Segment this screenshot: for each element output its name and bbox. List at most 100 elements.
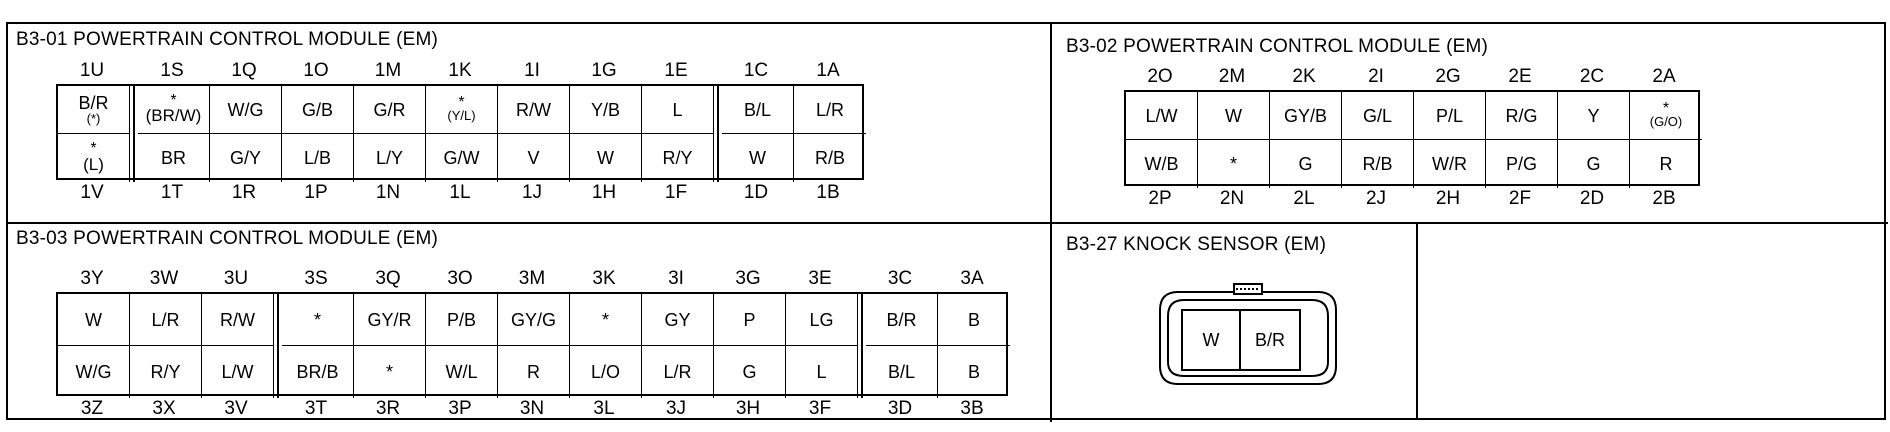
pin-label-bottom: 3R	[375, 398, 401, 419]
pin-label-top: 1U	[79, 60, 105, 81]
pin-label-top: 1M	[374, 60, 402, 81]
pin-cell: P/G	[1486, 140, 1558, 188]
pin-label-top: 1E	[664, 60, 688, 81]
pin-wire-color: R/G	[1505, 105, 1538, 126]
pin-label-bottom: 1N	[375, 182, 401, 203]
pin-cell: R/Y	[130, 346, 202, 398]
pin-cell: BR/B	[282, 346, 354, 398]
pin-cell: L/W	[202, 346, 274, 398]
pin-label-bottom: 2N	[1219, 188, 1245, 209]
wiring-connector-sheet: B3-01 POWERTRAIN CONTROL MODULE (EM) B/R…	[6, 22, 1888, 422]
pin-label-top: 3G	[735, 268, 761, 289]
panel-b3-01: B3-01 POWERTRAIN CONTROL MODULE (EM) B/R…	[8, 24, 1050, 222]
pin-label-top: 1O	[303, 60, 329, 81]
pin-wire-color: Y/B	[590, 99, 620, 120]
pin-wire-color: L/W	[1145, 105, 1178, 126]
pin-wire-color: B	[967, 309, 980, 330]
pin-label-bottom: 1B	[816, 182, 840, 203]
panel-divider-knock-sensor	[1416, 222, 1418, 420]
pin-star: *	[1662, 99, 1670, 117]
pin-label-top: 3C	[887, 268, 913, 289]
pin-label-bottom: 1H	[591, 182, 617, 203]
pin-cell: R/B	[1342, 140, 1414, 188]
pin-cell: R/B	[794, 134, 866, 182]
panel-title: B3-01 POWERTRAIN CONTROL MODULE (EM)	[16, 29, 439, 50]
pin-wire-color: W	[1225, 105, 1242, 126]
knock-sensor-pin-2: B/R	[1255, 330, 1285, 350]
pin-cell: W/B	[1126, 140, 1198, 188]
pin-cell: GY	[642, 294, 714, 346]
pin-cell: GY/G	[498, 294, 570, 346]
pin-note: (Y/L)	[447, 108, 476, 124]
pin-cell: *(Y/L)	[426, 86, 498, 134]
pin-label-top: 2M	[1218, 66, 1246, 87]
pin-wire-color: L/R	[151, 309, 180, 330]
pin-label-bottom: 3H	[735, 398, 761, 419]
pin-wire-color: LG	[809, 309, 834, 330]
pin-label-top: 3M	[518, 268, 546, 289]
pin-wire-color: *	[601, 309, 609, 330]
pin-wire-color: B/R	[886, 309, 917, 330]
pin-wire-color: L/W	[221, 362, 254, 382]
pin-label-bottom: 2J	[1365, 188, 1387, 209]
pin-wire-color: R	[527, 362, 540, 382]
pin-wire-color: G/Y	[229, 148, 261, 168]
pin-star: *	[90, 140, 97, 158]
pin-cell: G	[1558, 140, 1630, 188]
pin-wire-color: B	[967, 362, 980, 382]
pin-cell: B	[938, 346, 1010, 398]
knock-sensor-connector-icon: W B/R	[1159, 283, 1337, 385]
pin-label-bottom: 2P	[1148, 188, 1172, 209]
pin-label-bottom: 2D	[1579, 188, 1605, 209]
pin-label-top: 1I	[524, 60, 540, 81]
pin-label-top: 1C	[743, 60, 769, 81]
pin-wire-color: *	[313, 309, 321, 330]
pin-wire-color: R/Y	[662, 148, 693, 168]
pin-wire-color: (BR/W)	[145, 106, 202, 126]
pin-cell: R/W	[498, 86, 570, 134]
pin-star: *	[170, 91, 177, 109]
panel-title: B3-27 KNOCK SENSOR (EM)	[1066, 234, 1327, 255]
pin-cell: P/L	[1414, 92, 1486, 140]
pin-cell: W	[1198, 92, 1270, 140]
pin-label-bottom: 2L	[1293, 188, 1315, 209]
pin-cell: R/W	[202, 294, 274, 346]
pin-label-bottom: 1R	[231, 182, 257, 203]
pin-wire-color: W/G	[75, 362, 112, 382]
pin-cell: B	[938, 294, 1010, 346]
pin-label-top: 2G	[1435, 66, 1461, 87]
pin-note: (G/O)	[1649, 114, 1683, 130]
pin-cell: *	[282, 294, 354, 346]
pin-label-bottom: 1V	[80, 182, 104, 203]
pin-cell: W	[722, 134, 794, 182]
pin-cell: *(BR/W)	[138, 86, 210, 134]
pin-label-bottom: 1P	[304, 182, 328, 203]
pin-wire-color: V	[527, 148, 540, 168]
pin-label-top: 3K	[592, 268, 616, 289]
pin-wire-color: B/L	[743, 99, 772, 120]
pin-wire-color: R/B	[1362, 154, 1393, 174]
pin-cell: R	[498, 346, 570, 398]
pin-wire-color: L/R	[815, 99, 844, 120]
pin-wire-color: GY/R	[367, 309, 412, 330]
pin-cell: G	[714, 346, 786, 398]
pin-wire-color: B/R	[78, 93, 109, 113]
pin-label-bottom: 3D	[887, 398, 913, 419]
pin-wire-color: G	[742, 362, 757, 382]
pin-cell: *	[570, 294, 642, 346]
pin-label-top: 3I	[668, 268, 684, 289]
pin-label-bottom: 3Z	[80, 398, 104, 419]
pin-cell: *	[1198, 140, 1270, 188]
pin-wire-color: L/R	[663, 362, 692, 382]
pin-cell: L/R	[642, 346, 714, 398]
connector-separator	[133, 86, 135, 182]
pin-cell: G/Y	[210, 134, 282, 182]
pin-wire-color: G/R	[373, 99, 406, 120]
pin-cell: L/O	[570, 346, 642, 398]
pin-wire-color: (L)	[83, 154, 104, 174]
pin-cell: B/R	[866, 294, 938, 346]
pin-label-bottom: 3B	[960, 398, 984, 419]
pin-cell: G/B	[282, 86, 354, 134]
panel-b3-27: B3-27 KNOCK SENSOR (EM) W B/R	[1052, 224, 1416, 420]
